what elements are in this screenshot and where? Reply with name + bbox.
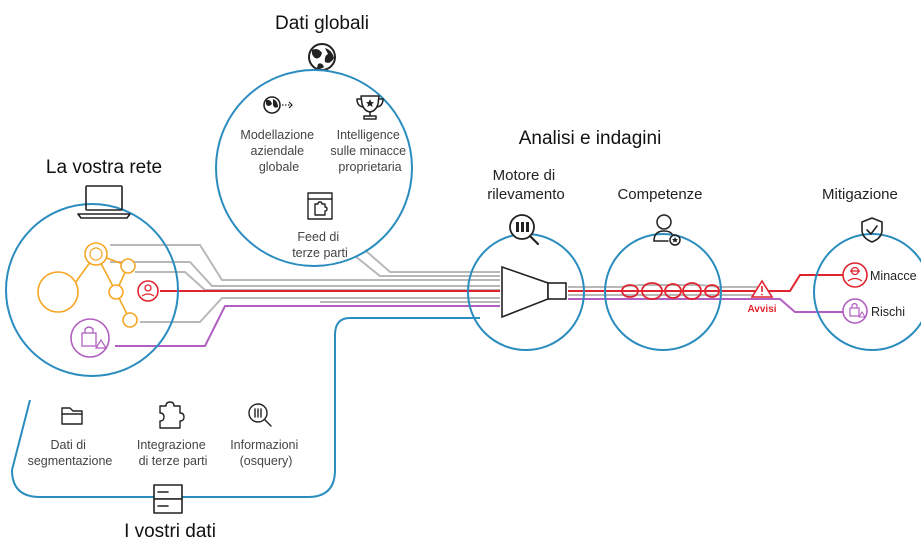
flow-line-global-1 <box>354 255 500 277</box>
alerts-label: Avvisi <box>747 304 776 315</box>
feed-window-icon <box>307 192 333 220</box>
expert-user-icon <box>653 214 681 246</box>
flow-out-threat <box>568 274 843 292</box>
segmentation-label: Dati di segmentazione <box>28 438 113 468</box>
global-modeling-icon <box>263 96 293 114</box>
analysis-title: Analisi e indagini <box>519 128 662 149</box>
risk-outcome <box>842 298 868 324</box>
laptop-icon <box>77 185 131 219</box>
detection-funnel <box>501 265 567 319</box>
network-node <box>120 258 136 274</box>
flow-lines <box>110 244 843 347</box>
threat-outcome <box>842 262 868 288</box>
information-label: Informazioni (osquery) <box>230 438 302 468</box>
skills-circle <box>604 233 722 351</box>
network-node <box>122 312 138 328</box>
global-data-title: Dati globali <box>275 13 369 34</box>
osquery-icon <box>248 403 272 427</box>
risks-label: Rischi <box>871 305 905 319</box>
puzzle-icon <box>159 401 185 429</box>
your-network-circle <box>5 203 179 377</box>
network-node-large <box>37 271 79 313</box>
alert-icon <box>750 279 774 298</box>
your-network-title: La vostra rete <box>46 157 162 178</box>
server-icon <box>153 484 183 514</box>
flow-line-gray-2 <box>110 261 500 287</box>
network-node <box>108 284 124 300</box>
flow-line-gray-4 <box>140 297 500 323</box>
network-node <box>84 242 108 266</box>
your-data-outline <box>10 317 480 498</box>
threats-label: Minacce <box>870 269 917 283</box>
flow-out-risk <box>568 298 843 313</box>
trophy-icon <box>356 95 384 120</box>
global-data-circle <box>215 69 413 267</box>
engine-search-icon <box>509 214 540 246</box>
skills-label: Competenze <box>617 186 702 203</box>
integration-label: Integrazione di terze parti <box>137 438 209 468</box>
mitigation-label: Mitigazione <box>822 186 898 203</box>
global-modeling-label: Modellazione aziendale globale <box>240 128 317 174</box>
feeds-label: Feed di terze parti <box>292 230 348 260</box>
flow-line-global-2 <box>364 249 500 273</box>
mitigation-circle <box>813 233 921 351</box>
flow-out-gray-1 <box>568 284 760 288</box>
skills-bumps <box>621 282 720 300</box>
engine-label: Motore di rilevamento <box>487 167 565 203</box>
your-data-title: I vostri dati <box>124 521 216 542</box>
network-graph <box>37 242 159 358</box>
flow-line-risk <box>115 305 500 347</box>
risk-node <box>70 318 110 358</box>
flow-line-gray-1 <box>110 244 500 281</box>
intelligence-label: Intelligence sulle minacce proprietaria <box>330 128 409 174</box>
shield-check-icon <box>861 217 883 243</box>
folder-icon <box>61 407 83 425</box>
globe-icon <box>308 43 336 71</box>
